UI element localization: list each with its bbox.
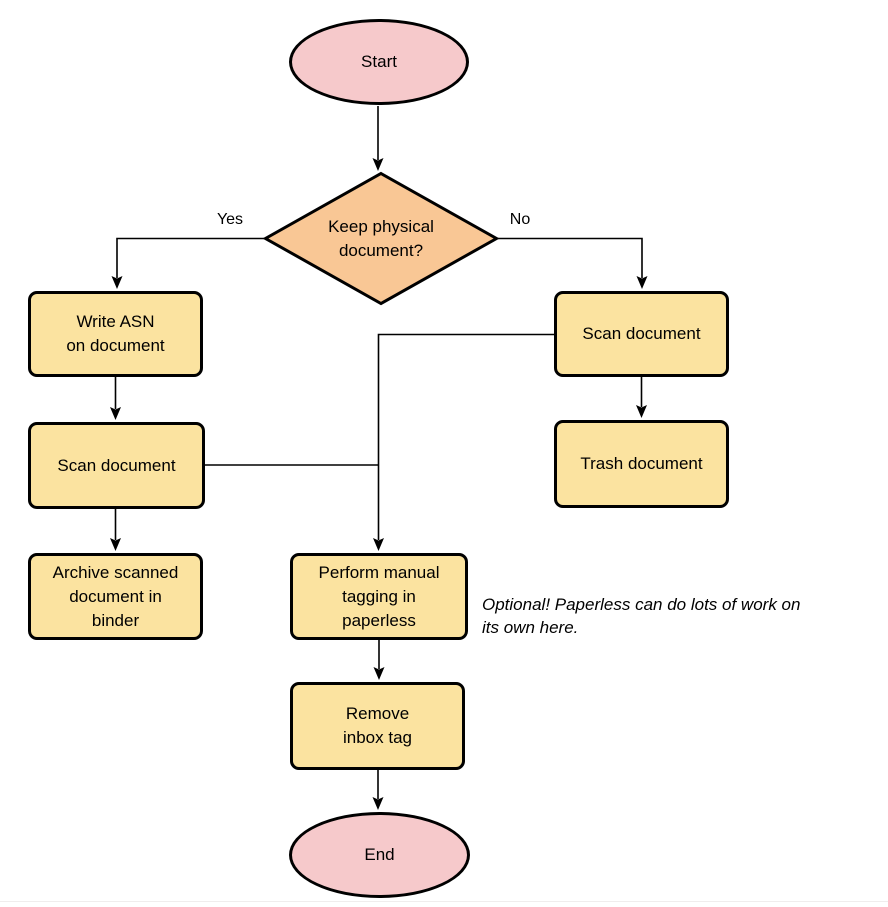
optional-note: Optional! Paperless can do lots of work …: [482, 595, 801, 637]
edge-decision-write-asn: [111, 237, 264, 289]
node-archive-binder-label: Archive scanned document in binder: [52, 562, 179, 630]
node-scan-document-left-label: Scan document: [57, 455, 176, 475]
edge-scan-right-tagging: [373, 333, 554, 551]
node-remove-inbox-tag: Remove inbox tag: [290, 682, 465, 770]
arrowhead-down-icon: [372, 158, 384, 171]
node-scan-document-left: Scan document: [28, 422, 205, 509]
arrowhead-down-icon: [373, 667, 385, 680]
node-write-asn: Write ASN on document: [28, 291, 203, 377]
edge-label-yes: Yes: [216, 211, 244, 228]
edge-start-decision: [372, 106, 384, 171]
arrowhead-down-icon: [110, 538, 121, 551]
node-manual-tagging-label: Perform manual tagging in paperless: [318, 562, 440, 630]
node-write-asn-label: Write ASN on document: [66, 312, 165, 355]
edge-scan-left-archive: [110, 509, 121, 551]
node-start-label: Start: [361, 52, 397, 71]
arrowhead-down-icon: [636, 276, 648, 289]
edge-remove-inbox-end: [372, 770, 384, 810]
arrowhead-down-icon: [373, 538, 384, 551]
node-manual-tagging: Perform manual tagging in paperless: [290, 553, 468, 640]
edge-decision-scan-right: [498, 237, 648, 289]
edge-tagging-remove-inbox: [373, 640, 385, 680]
arrowhead-down-icon: [111, 276, 123, 289]
node-scan-document-right: Scan document: [554, 291, 729, 377]
node-archive-binder: Archive scanned document in binder: [28, 553, 203, 640]
arrowhead-down-icon: [110, 407, 121, 420]
node-end-label: End: [364, 845, 395, 864]
node-decision-label: Keep physical document?: [328, 216, 434, 260]
node-decision: Keep physical document?: [265, 172, 497, 305]
node-trash-document-label: Trash document: [580, 454, 703, 473]
edge-label-no: No: [509, 211, 531, 228]
arrowhead-down-icon: [636, 405, 647, 418]
arrowhead-down-icon: [372, 797, 384, 810]
node-remove-inbox-tag-label: Remove inbox tag: [343, 704, 412, 747]
node-start: Start: [289, 19, 469, 105]
node-scan-document-right-label: Scan document: [582, 324, 701, 343]
node-end: End: [289, 812, 470, 898]
node-trash-document: Trash document: [554, 420, 729, 508]
edge-scan-right-trash: [636, 377, 647, 418]
edge-write-asn-scan-left: [110, 377, 121, 420]
page-bottom-divider: [0, 901, 888, 902]
